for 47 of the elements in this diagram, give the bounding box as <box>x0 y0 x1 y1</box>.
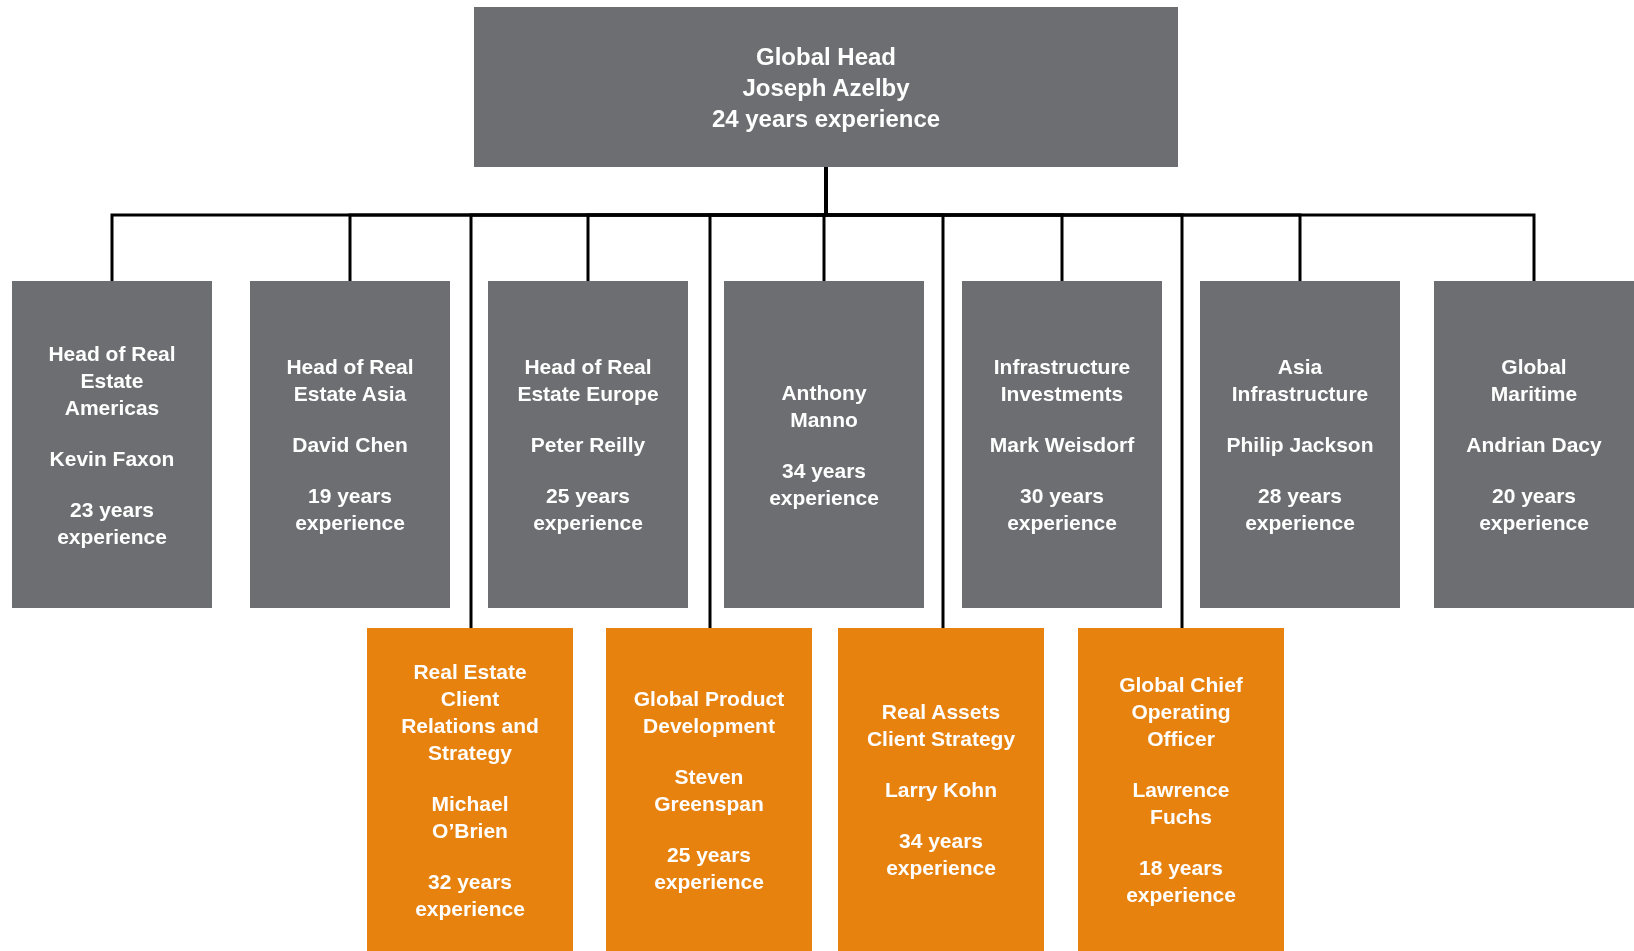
person-name: Peter Reilly <box>530 432 646 458</box>
experience-text: 30 years experience <box>1006 483 1118 536</box>
role-title: Global Head <box>756 41 896 72</box>
role-title: Global Maritime <box>1489 354 1579 407</box>
person-name: Michael O’Brien <box>430 790 510 844</box>
role-title: Head of Real Estate Asia <box>285 354 415 407</box>
experience-text: 25 years experience <box>653 841 765 895</box>
experience-text: 23 years experience <box>56 496 168 550</box>
experience-text: 32 years experience <box>414 868 526 922</box>
department-box <box>12 281 212 608</box>
experience-text: 24 years experience <box>711 103 941 134</box>
experience-text: 34 years experience <box>768 457 880 511</box>
person-name: Steven Greenspan <box>653 763 765 817</box>
role-title: Global Chief Operating Officer <box>1118 672 1244 752</box>
role-title: Head of Real Estate Americas <box>47 340 177 421</box>
experience-text: 34 years experience <box>885 828 997 881</box>
experience-text: 18 years experience <box>1125 855 1237 908</box>
person-name: Philip Jackson <box>1226 432 1374 458</box>
experience-text: 28 years experience <box>1244 483 1356 536</box>
department-box <box>1200 281 1400 608</box>
global-function-box <box>367 628 573 951</box>
experience-text: 20 years experience <box>1478 483 1590 536</box>
person-name: Kevin Faxon <box>49 445 175 472</box>
role-title: Real Assets Client Strategy <box>865 699 1017 752</box>
person-name: Andrian Dacy <box>1466 432 1602 458</box>
role-title: Infrastructure Investments <box>992 354 1132 407</box>
department-box <box>488 281 688 608</box>
global-function-box <box>606 628 812 951</box>
department-box <box>1434 281 1634 608</box>
department-box <box>724 281 924 608</box>
experience-text: 25 years experience <box>532 483 644 536</box>
global-function-box <box>838 628 1044 951</box>
person-name: Mark Weisdorf <box>989 432 1135 458</box>
role-title: Real Estate Client Relations and Strategy <box>400 658 540 766</box>
department-box <box>250 281 450 608</box>
person-name: Anthony Manno <box>780 379 868 433</box>
global-function-box <box>1078 628 1284 951</box>
experience-text: 19 years experience <box>294 483 406 536</box>
person-name: Lawrence Fuchs <box>1131 777 1231 830</box>
head-box <box>474 7 1178 167</box>
role-title: Global Product Development <box>632 685 786 739</box>
person-name: Larry Kohn <box>885 777 997 803</box>
person-name: David Chen <box>292 432 408 458</box>
person-name: Joseph Azelby <box>742 72 910 103</box>
role-title: Asia Infrastructure <box>1230 354 1370 407</box>
department-box <box>962 281 1162 608</box>
role-title: Head of Real Estate Europe <box>516 354 660 407</box>
